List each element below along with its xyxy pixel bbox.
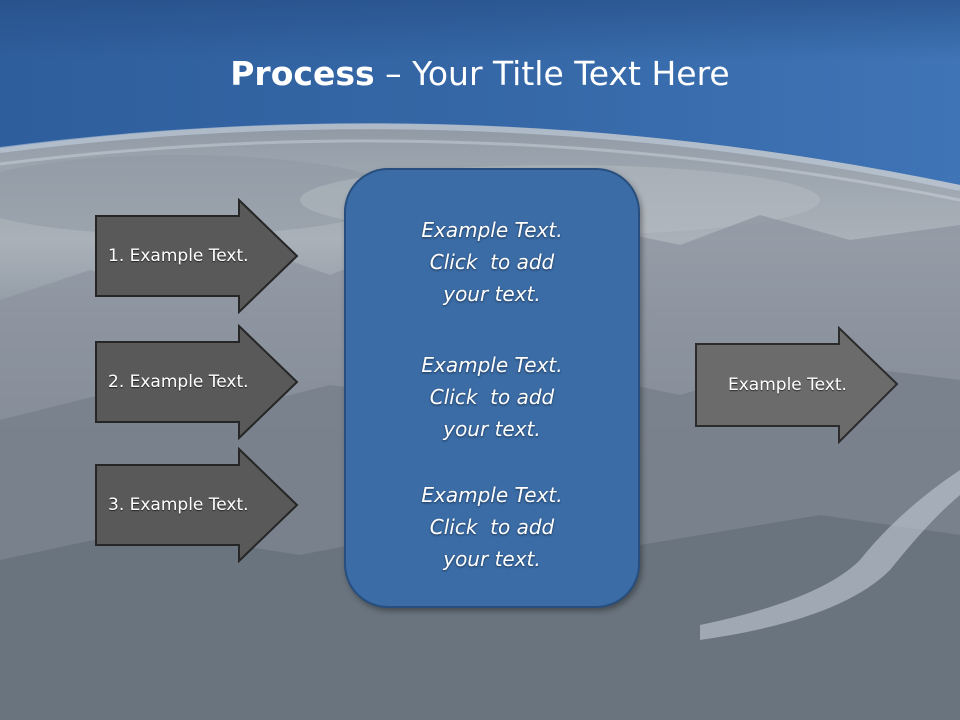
process-text-line: Click to add [429, 515, 555, 539]
process-text-line: Example Text. [421, 483, 563, 507]
process-text-line: your text. [443, 547, 541, 571]
process-text-line: your text. [443, 282, 541, 306]
process-text-line: Example Text. [421, 218, 563, 242]
output-arrow: Example Text. [694, 326, 900, 444]
arrow-shape [95, 447, 299, 563]
process-text-line: your text. [443, 417, 541, 441]
input-arrow-2: 2. Example Text. [94, 324, 300, 440]
input-arrow-3: 3. Example Text. [94, 447, 300, 563]
input-arrow-label: 1. Example Text. [108, 246, 249, 266]
input-arrow-label: 2. Example Text. [108, 372, 249, 392]
process-text-block-3: Example Text. Click to add your text. [346, 479, 638, 575]
process-text-block-2: Example Text. Click to add your text. [346, 349, 638, 445]
arrow-shape [695, 326, 899, 444]
arrow-shape [95, 324, 299, 440]
process-text-line: Example Text. [421, 353, 563, 377]
process-text-line: Click to add [429, 385, 555, 409]
input-arrow-label: 3. Example Text. [108, 495, 249, 515]
process-text-line: Click to add [429, 250, 555, 274]
title-rest: – Your Title Text Here [374, 54, 730, 93]
slide-title: Process – Your Title Text Here [0, 52, 960, 96]
arrow-shape [95, 198, 299, 314]
input-arrow-1: 1. Example Text. [94, 198, 300, 314]
output-arrow-label: Example Text. [728, 375, 847, 395]
title-bold: Process [230, 54, 375, 93]
process-text-block-1: Example Text. Click to add your text. [346, 214, 638, 310]
process-box: Example Text. Click to add your text. Ex… [344, 168, 640, 608]
